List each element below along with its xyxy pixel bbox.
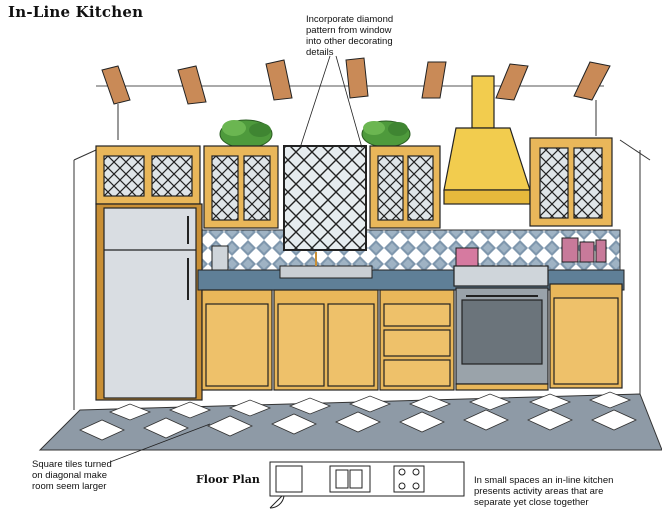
- range-hood: [443, 75, 531, 205]
- lower-cabinets: [201, 283, 623, 391]
- canisters: [561, 237, 607, 263]
- stove: [453, 265, 549, 385]
- annotation-leaders: [109, 55, 363, 463]
- annotation-line: pattern from window: [306, 25, 392, 36]
- floor-plan-label: Floor Plan: [196, 473, 260, 486]
- sink: [279, 265, 373, 279]
- annotation-line: separate yet close together: [474, 497, 589, 508]
- diamond-backsplash: [199, 229, 621, 271]
- refrigerator: [95, 203, 203, 401]
- upper-cabinet-far-right: [529, 137, 613, 227]
- annotation-line: on diagonal make: [32, 470, 107, 481]
- annotation-inline-kitchen: In small spaces an in-line kitchen prese…: [474, 475, 613, 508]
- annotation-line: presents activity areas that are: [474, 486, 604, 497]
- diagonal-tile-floor: [38, 391, 662, 451]
- annotation-floor-tiles: Square tiles turned on diagonal make roo…: [32, 459, 112, 492]
- ceiling-beams: [96, 57, 611, 105]
- page-title: In-Line Kitchen: [8, 3, 144, 21]
- countertop-items: [211, 245, 479, 273]
- plant-left: [219, 119, 273, 149]
- upper-cabinet-right: [369, 145, 441, 229]
- upper-cabinet-fridge: [95, 145, 201, 205]
- floor-plan-diagram: [269, 461, 465, 509]
- annotation-line: into other decorating: [306, 36, 393, 47]
- annotation-line: Incorporate diamond: [306, 14, 394, 25]
- annotation-window-diamond: Incorporate diamond pattern from window …: [306, 14, 393, 58]
- annotation-line: details: [306, 47, 334, 58]
- diamond-window: [283, 145, 367, 251]
- annotation-line: Square tiles turned: [32, 459, 112, 470]
- upper-cabinet-left: [203, 145, 279, 229]
- annotation-line: In small spaces an in-line kitchen: [474, 475, 614, 486]
- plant-right: [361, 120, 411, 148]
- room-walls: [73, 100, 651, 410]
- annotation-line: room seem larger: [32, 481, 107, 492]
